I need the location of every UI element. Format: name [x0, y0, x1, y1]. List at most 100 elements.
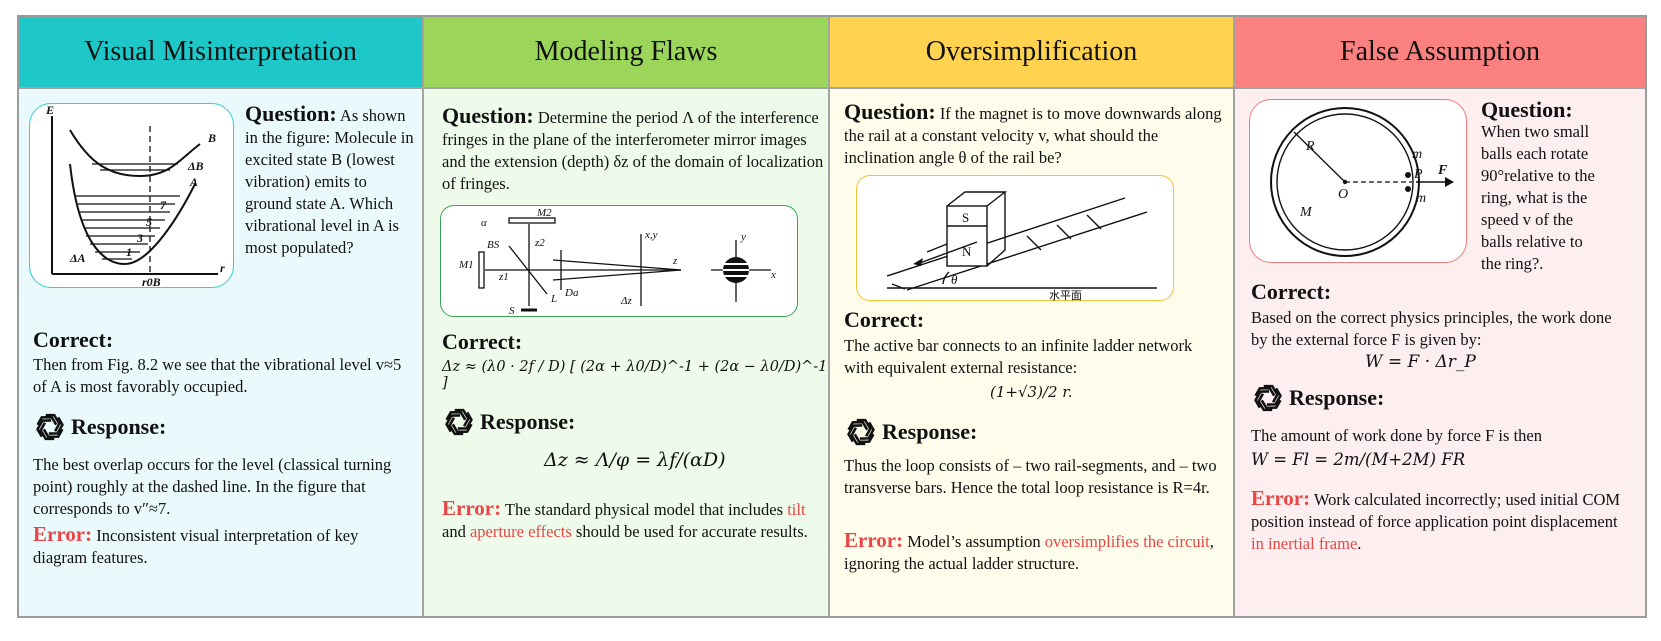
correct-text: Then from Fig. 8.2 we see that the vibra… — [33, 355, 402, 396]
response-formula: Δz ≈ Λ/φ = λf/(αD) — [544, 449, 726, 471]
x-axis-label: x — [770, 269, 776, 281]
z2-label: z2 — [534, 237, 545, 249]
column-oversimplification: Oversimplification Question: If the magn… — [830, 17, 1235, 616]
question-block: Question: As shown in the figure: Molecu… — [245, 103, 417, 259]
magnet-rail-figure: S N θ 水平面 — [856, 175, 1174, 302]
m1-label: M1 — [458, 259, 474, 271]
question-text: Determine the period Λ of the interferen… — [442, 108, 824, 193]
da-label: Da — [564, 287, 579, 299]
bs-label: BS — [487, 239, 500, 251]
error-block: Error: Model’s assumption oversimplifies… — [844, 529, 1224, 575]
magnet-n-label: N — [962, 244, 972, 259]
delta-b-label: ΔB — [187, 159, 204, 173]
level-7-label: 7 — [160, 198, 167, 212]
energy-curve-diagram: E B A ΔB ΔA r r0B 7 5 3 1 — [45, 103, 225, 289]
curve-b-label: B — [207, 131, 216, 145]
response-label: Response: — [480, 409, 576, 434]
error-label: Error: — [33, 522, 93, 546]
dz-label: Δz — [620, 295, 632, 307]
radius-r-label: R — [1305, 139, 1315, 154]
axis-e-label: E — [45, 104, 54, 117]
column-header: Oversimplification — [830, 17, 1233, 89]
correct-formula: Δz ≈ (λ0 · 2f / D) [ (2α + λ0/D)^-1 + (2… — [442, 359, 828, 391]
ring-mass-label: M — [1299, 205, 1313, 220]
theta-label: θ — [951, 272, 958, 287]
column-header: Visual Misinterpretation — [19, 17, 422, 89]
correct-formula: W = F · Δr_P — [1365, 352, 1476, 372]
point-p-label: P — [1413, 167, 1423, 182]
error-label: Error: — [1251, 486, 1311, 510]
error-text-part2: , ignoring the actual ladder structure. — [844, 532, 1214, 573]
column-modeling-flaws: Modeling Flaws Question: Determine the p… — [424, 17, 830, 616]
error-text-part1: Work calculated incorrectly; used initia… — [1251, 490, 1621, 531]
correct-label: Correct: — [1251, 279, 1332, 304]
column-header: Modeling Flaws — [424, 17, 828, 89]
question-label: Question: — [844, 99, 936, 124]
response-heading: Response: — [844, 415, 977, 449]
interferometer-figure: α M2 BS M1 S L z1 z2 z x,y Da Δz x y — [440, 205, 798, 317]
error-text-part2: . — [1357, 534, 1362, 553]
level-5-label: 5 — [146, 215, 152, 229]
ground-plane-label: 水平面 — [1049, 289, 1082, 302]
magnet-rail-diagram: S N θ 水平面 — [886, 191, 1157, 302]
axis-r-label: r — [220, 261, 225, 275]
correct-label: Correct: — [844, 307, 925, 332]
response-heading: Response: — [442, 405, 575, 439]
ball-m-label-bottom: m — [1416, 191, 1426, 206]
question-label: Question: — [245, 101, 337, 126]
ball-m-label-top: m — [1412, 147, 1422, 162]
correct-label: Correct: — [33, 327, 114, 352]
curve-a-label: A — [189, 175, 198, 189]
question-block: Question: Determine the period Λ of the … — [442, 105, 826, 195]
question-text: As shown in the figure: Molecule in exci… — [245, 106, 414, 257]
openai-logo-icon — [1251, 381, 1285, 415]
response-heading: Response: — [1251, 381, 1384, 415]
question-block: Question: If the magnet is to move downw… — [844, 101, 1224, 169]
force-f-label: F — [1437, 163, 1448, 178]
response-label: Response: — [882, 419, 978, 444]
error-block: Error: The standard physical model that … — [442, 497, 822, 543]
magnet-s-label: S — [962, 210, 969, 225]
response-label: Response: — [1289, 385, 1385, 410]
level-3-label: 3 — [136, 231, 143, 245]
question-label: Question: — [1481, 97, 1573, 122]
m2-label: M2 — [536, 207, 552, 219]
error-text-part1: Model’s assumption — [907, 532, 1045, 551]
ring-diagram: R O M m m P F — [1270, 107, 1454, 257]
delta-a-label: ΔA — [69, 251, 86, 265]
openai-logo-icon — [844, 415, 878, 449]
error-label: Error: — [442, 496, 502, 520]
error-highlight: oversimplifies the circuit — [1044, 532, 1210, 551]
response-text: The best overlap occurs for the level (c… — [33, 455, 392, 518]
level-1-label: 1 — [126, 245, 132, 259]
correct-formula: (1+√3)/2 r. — [990, 383, 1073, 401]
response-formula: W = Fl = 2m/(M+2M) FR — [1251, 450, 1466, 469]
potential-energy-figure: E B A ΔB ΔA r r0B 7 5 3 1 — [29, 103, 234, 289]
column-header: False Assumption — [1235, 17, 1645, 89]
column-false-assumption: False Assumption R O M m — [1235, 17, 1645, 616]
error-label: Error: — [844, 528, 904, 552]
response-heading: Response: — [33, 410, 166, 444]
error-text-part2: and — [442, 522, 470, 541]
question-text: When two small balls each rotate 90°rela… — [1481, 122, 1595, 273]
response-label: Response: — [71, 414, 167, 439]
error-highlight-aperture: aperture effects — [469, 522, 572, 541]
openai-logo-icon — [442, 405, 476, 439]
ring-figure: R O M m m P F — [1249, 99, 1467, 263]
error-text: Inconsistent visual interpretation of ke… — [33, 526, 359, 567]
alpha-label: α — [481, 217, 487, 229]
question-label: Question: — [442, 103, 534, 128]
s-label: S — [509, 305, 515, 317]
error-highlight-tilt: tilt — [787, 500, 806, 519]
z1-label: z1 — [498, 271, 509, 283]
response-block: The amount of work done by force F is th… — [1251, 425, 1631, 471]
question-text: If the magnet is to move downwards along… — [844, 104, 1222, 167]
column-visual-misinterpretation: Visual Misinterpretation — [19, 17, 424, 616]
response-text: Thus the loop consists of – two rail-seg… — [844, 456, 1217, 497]
interferometer-diagram: α M2 BS M1 S L z1 z2 z x,y Da Δz x y — [458, 207, 776, 317]
error-text-part1: The standard physical model that include… — [504, 500, 788, 519]
taxonomy-grid: Visual Misinterpretation — [17, 15, 1647, 618]
z-label: z — [672, 255, 678, 267]
xy-label: x,y — [644, 229, 658, 241]
y-axis-label: y — [740, 231, 746, 243]
